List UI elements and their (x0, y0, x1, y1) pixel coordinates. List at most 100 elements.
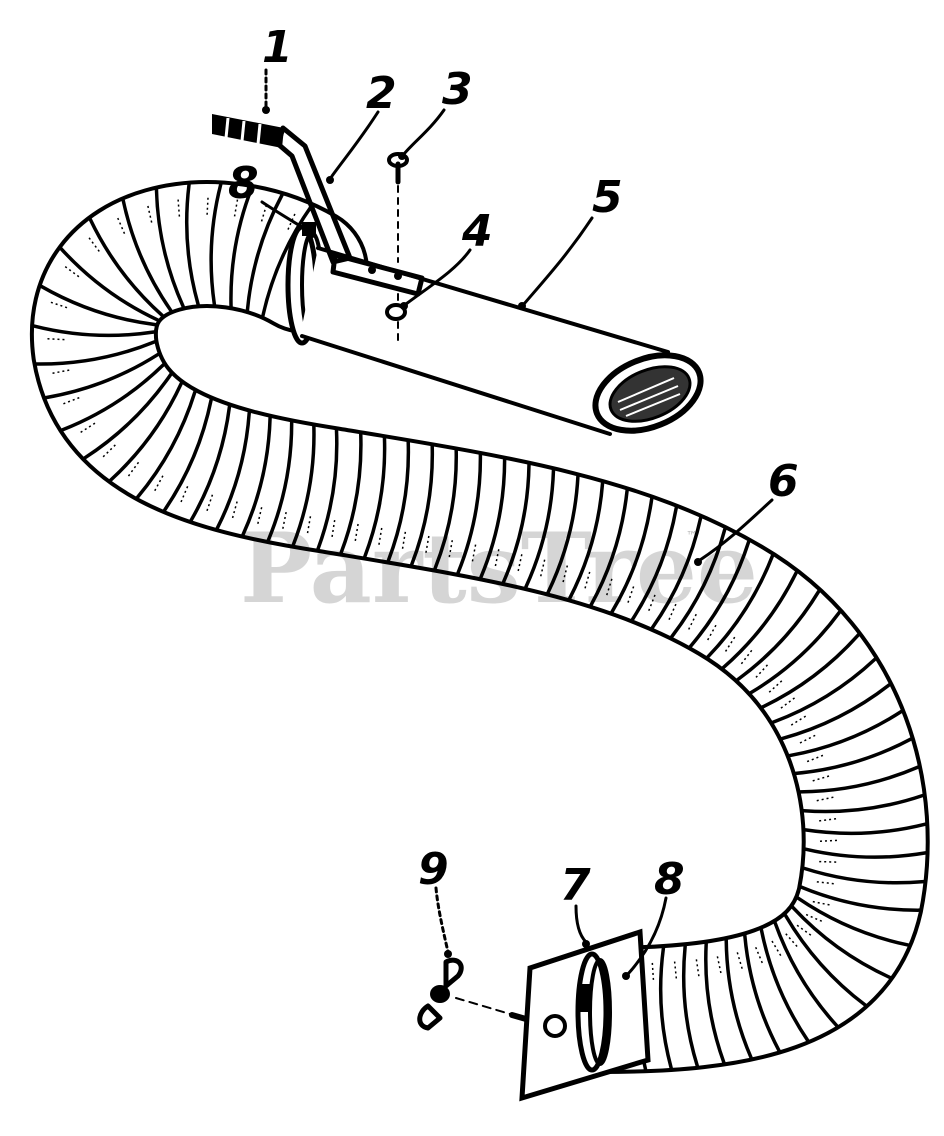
hose-rib (798, 765, 920, 794)
hose-rib (245, 193, 284, 312)
hose-shading (206, 197, 209, 218)
hose-rib (803, 847, 928, 859)
leader-lines (260, 68, 774, 976)
hose-rib (724, 938, 753, 1060)
hose-rib (760, 633, 861, 709)
hose-rib (189, 404, 232, 522)
hose-shading (606, 575, 614, 596)
hose-rib (291, 424, 316, 547)
hose-rib (721, 570, 799, 670)
hose-shading (401, 528, 407, 549)
callout-6: 6 (768, 456, 799, 507)
watermark-trademark: ™ (686, 529, 698, 543)
hose-shading (180, 483, 190, 503)
hose-rib (787, 709, 904, 758)
flexible-hose (30, 180, 930, 1074)
hose-shading (812, 774, 833, 782)
hose-shading (736, 952, 744, 972)
hose-shading (740, 647, 755, 665)
screw (387, 152, 409, 263)
hose-shading (688, 611, 699, 630)
callout-7: 7 (560, 860, 591, 911)
hose-shading (233, 199, 239, 220)
hose-shading (63, 395, 83, 405)
hose-rib (790, 905, 892, 980)
hose-rib (735, 589, 821, 682)
callout-5: 5 (592, 172, 623, 223)
hose-rib (749, 610, 842, 695)
hose-shading (494, 546, 501, 567)
hose-rib (229, 186, 254, 308)
hose-shading (755, 662, 771, 678)
hose-rib (610, 496, 654, 614)
hose-shading (517, 551, 524, 572)
hose-corrugations (32, 182, 928, 1072)
hose-shading (805, 913, 825, 924)
hose-rib (162, 397, 213, 512)
hose-shading (80, 420, 98, 434)
hose-rib (88, 217, 165, 318)
hose-shading (206, 491, 215, 512)
hose-shading (52, 368, 73, 374)
hose-shading (378, 524, 383, 545)
hose-rib (82, 372, 173, 460)
hose-rib (363, 436, 387, 559)
hose-rib (706, 553, 775, 659)
hose-rib (386, 440, 411, 563)
hose-shading (425, 532, 431, 553)
hose-shading (819, 817, 840, 822)
hose-rib (780, 683, 892, 741)
hose-shading (768, 678, 785, 693)
hose-shading (780, 695, 798, 709)
hose-rib (630, 505, 679, 622)
hose-shading (331, 516, 336, 537)
handle-grip (212, 114, 284, 148)
hose-rib (650, 516, 703, 630)
hose-shading (771, 940, 783, 959)
wing-nut (417, 957, 529, 1031)
callout-8-bottom: 8 (654, 854, 685, 905)
hose-shading (648, 591, 657, 612)
callout-1: 1 (262, 22, 293, 73)
hose-rib (433, 448, 458, 571)
hose-shading (627, 583, 636, 603)
hose-shading (286, 213, 296, 233)
hose-shading (354, 520, 360, 541)
callout-3: 3 (442, 64, 473, 115)
hose-rib (796, 896, 911, 947)
hose-shading (147, 205, 154, 226)
hose-rib (184, 183, 200, 307)
hose-shading (282, 508, 288, 529)
hose-rib (154, 187, 185, 309)
hose-shading (816, 795, 837, 802)
hose-rib (209, 182, 223, 307)
hose-shading (88, 237, 102, 255)
hose-rib (688, 539, 751, 649)
callout-9: 9 (418, 844, 449, 895)
hose-rib (771, 657, 877, 725)
hose-shading (540, 556, 547, 577)
hose-shading (64, 266, 82, 280)
hose-rib (339, 432, 363, 555)
hose-shading (154, 472, 165, 492)
hose-rib (802, 866, 926, 885)
hose-rib (669, 527, 727, 639)
hose-rib (743, 933, 781, 1053)
hose-shading (448, 537, 454, 558)
hose-shading (257, 504, 264, 524)
hose-rib (524, 468, 556, 589)
hose-shading (819, 839, 841, 842)
hose-rib (241, 416, 272, 537)
hose-rib (135, 390, 197, 500)
hose-rib (261, 204, 314, 318)
callout-2: 2 (366, 68, 397, 119)
hose-shading (584, 568, 592, 589)
hose-shading (819, 860, 840, 863)
hose-shading (799, 733, 819, 744)
hose-shading (806, 753, 827, 763)
hose-shading (127, 459, 141, 477)
hose-rib (794, 737, 913, 776)
hose-rib (759, 927, 810, 1043)
hose-clamp-bottom (575, 951, 612, 1073)
